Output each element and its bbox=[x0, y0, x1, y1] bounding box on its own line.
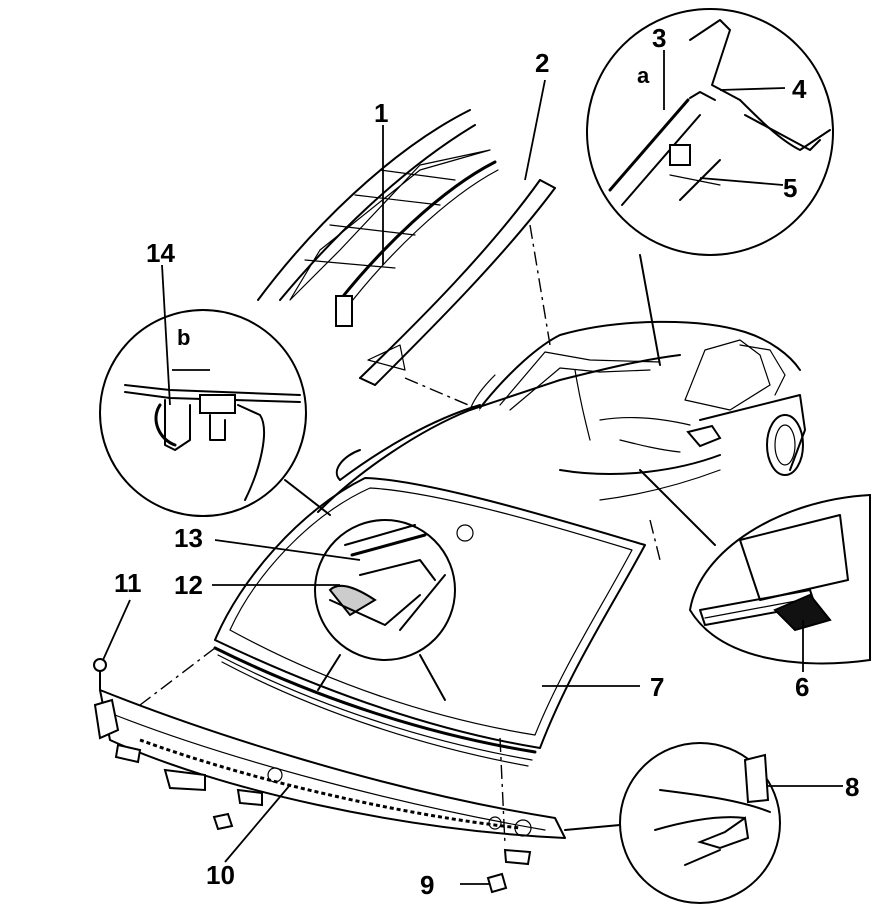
label-3: 3 bbox=[652, 23, 666, 53]
label-2: 2 bbox=[535, 48, 549, 78]
roof-trim-part-1 bbox=[257, 109, 499, 327]
callout-line-bottom-right bbox=[564, 824, 621, 831]
detail-circle-bottom-right bbox=[619, 742, 781, 904]
car-body bbox=[317, 320, 806, 513]
part-labels: 1 2 3 a 4 5 6 7 8 9 10 11 12 13 14 b bbox=[114, 23, 859, 900]
label-13: 13 bbox=[174, 523, 203, 553]
callout-line-center-a bbox=[317, 654, 341, 691]
callout-line-top bbox=[639, 254, 661, 366]
callout-line-center-b bbox=[419, 654, 446, 701]
callout-line-left bbox=[284, 479, 331, 516]
label-12: 12 bbox=[174, 570, 203, 600]
detail-circle-right bbox=[688, 493, 871, 665]
clip-9 bbox=[486, 872, 508, 894]
label-10: 10 bbox=[206, 860, 235, 890]
label-b: b bbox=[177, 325, 190, 350]
screw-11 bbox=[93, 658, 107, 691]
label-7: 7 bbox=[650, 672, 664, 702]
detail-circle-left bbox=[99, 309, 307, 517]
label-14: 14 bbox=[146, 238, 175, 268]
clip-small bbox=[212, 812, 234, 831]
label-5: 5 bbox=[783, 173, 797, 203]
detail-circle-center bbox=[314, 519, 456, 661]
label-4: 4 bbox=[792, 74, 807, 104]
plenum-panel bbox=[93, 689, 566, 866]
callout-line-right bbox=[639, 469, 716, 546]
label-11: 11 bbox=[114, 568, 142, 598]
guide-lines bbox=[139, 224, 661, 846]
detail-circle-top-right bbox=[586, 8, 834, 256]
label-8: 8 bbox=[845, 772, 859, 802]
label-9: 9 bbox=[420, 870, 434, 900]
leader-lines bbox=[102, 50, 843, 885]
label-6: 6 bbox=[795, 672, 809, 702]
molding-strip-part-2 bbox=[359, 179, 556, 386]
label-a: a bbox=[637, 63, 650, 88]
label-1: 1 bbox=[374, 98, 388, 128]
